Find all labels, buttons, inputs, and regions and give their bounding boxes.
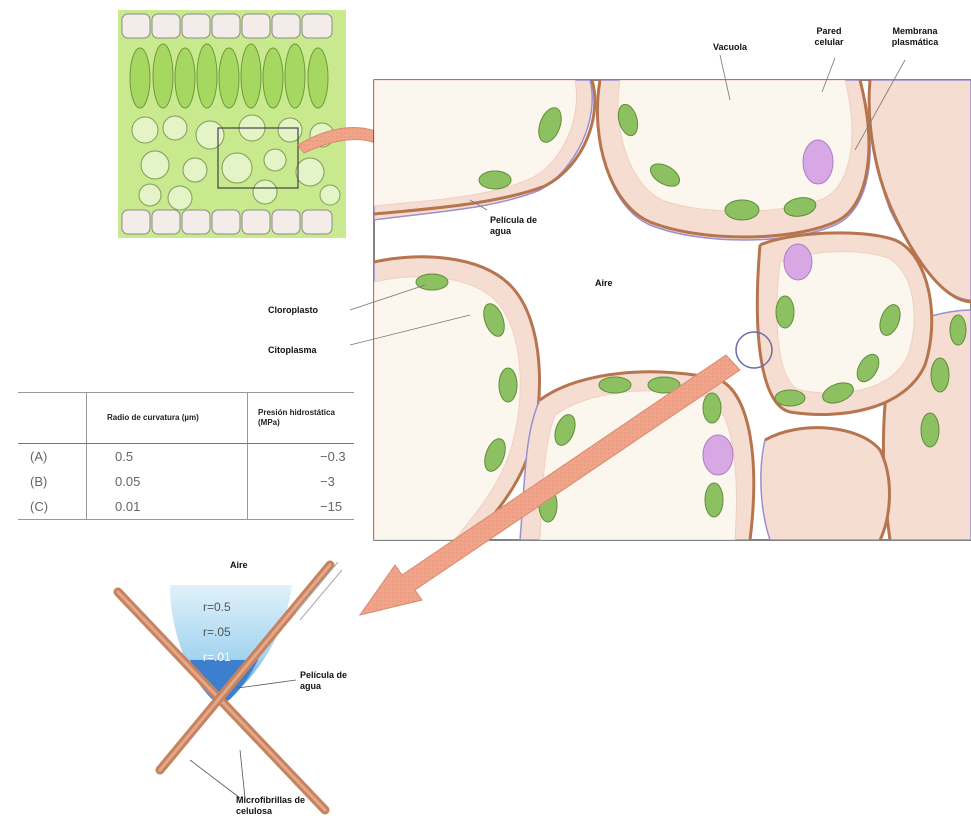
label-air: Aire xyxy=(595,278,635,289)
label-microfibrils: Microfibrillas de celulosa xyxy=(236,795,331,817)
leaf-cross-section xyxy=(118,10,346,238)
label-vacuole: Vacuola xyxy=(700,42,760,53)
label-chloroplast: Cloroplasto xyxy=(268,305,348,316)
radius-label-a: r=0.5 xyxy=(203,600,231,614)
row-label: (A) xyxy=(18,444,87,470)
pressure-value: −0.3 xyxy=(248,444,355,470)
label-plasma-membrane: Membrana plasmática xyxy=(880,26,950,48)
magnified-view xyxy=(374,80,971,540)
label-cell-wall: Pared celular xyxy=(805,26,853,48)
radius-label-c: r=.01 xyxy=(203,650,231,664)
table-header-pressure: Presión hidrostática (MPa) xyxy=(248,393,355,444)
table-header-radius: Radio de curvatura (µm) xyxy=(87,393,248,444)
radius-label-b: r=.05 xyxy=(203,625,231,639)
cell-middle-right xyxy=(757,233,931,415)
curvature-pressure-table: Radio de curvatura (µm) Presión hidrostá… xyxy=(18,392,354,520)
label-water-film: Película de agua xyxy=(490,215,540,237)
cell-top-center xyxy=(597,80,870,240)
cell-bottom-center xyxy=(520,372,754,540)
radius-value: 0.05 xyxy=(87,469,248,494)
radius-value: 0.01 xyxy=(87,494,248,520)
table-header-blank xyxy=(18,393,87,444)
palisade-layer xyxy=(130,44,328,108)
table-row: (A) 0.5 −0.3 xyxy=(18,444,354,470)
table-row: (C) 0.01 −15 xyxy=(18,494,354,520)
label-cytoplasm: Citoplasma xyxy=(268,345,348,356)
radius-value: 0.5 xyxy=(87,444,248,470)
cell-bottom-right xyxy=(761,428,890,540)
row-label: (B) xyxy=(18,469,87,494)
row-label: (C) xyxy=(18,494,87,520)
table-row: (B) 0.05 −3 xyxy=(18,469,354,494)
label-water-film-detail: Película de agua xyxy=(300,670,355,692)
pressure-value: −15 xyxy=(248,494,355,520)
table-header-row: Radio de curvatura (µm) Presión hidrostá… xyxy=(18,393,354,444)
label-air-detail: Aire xyxy=(230,560,270,571)
pressure-value: −3 xyxy=(248,469,355,494)
